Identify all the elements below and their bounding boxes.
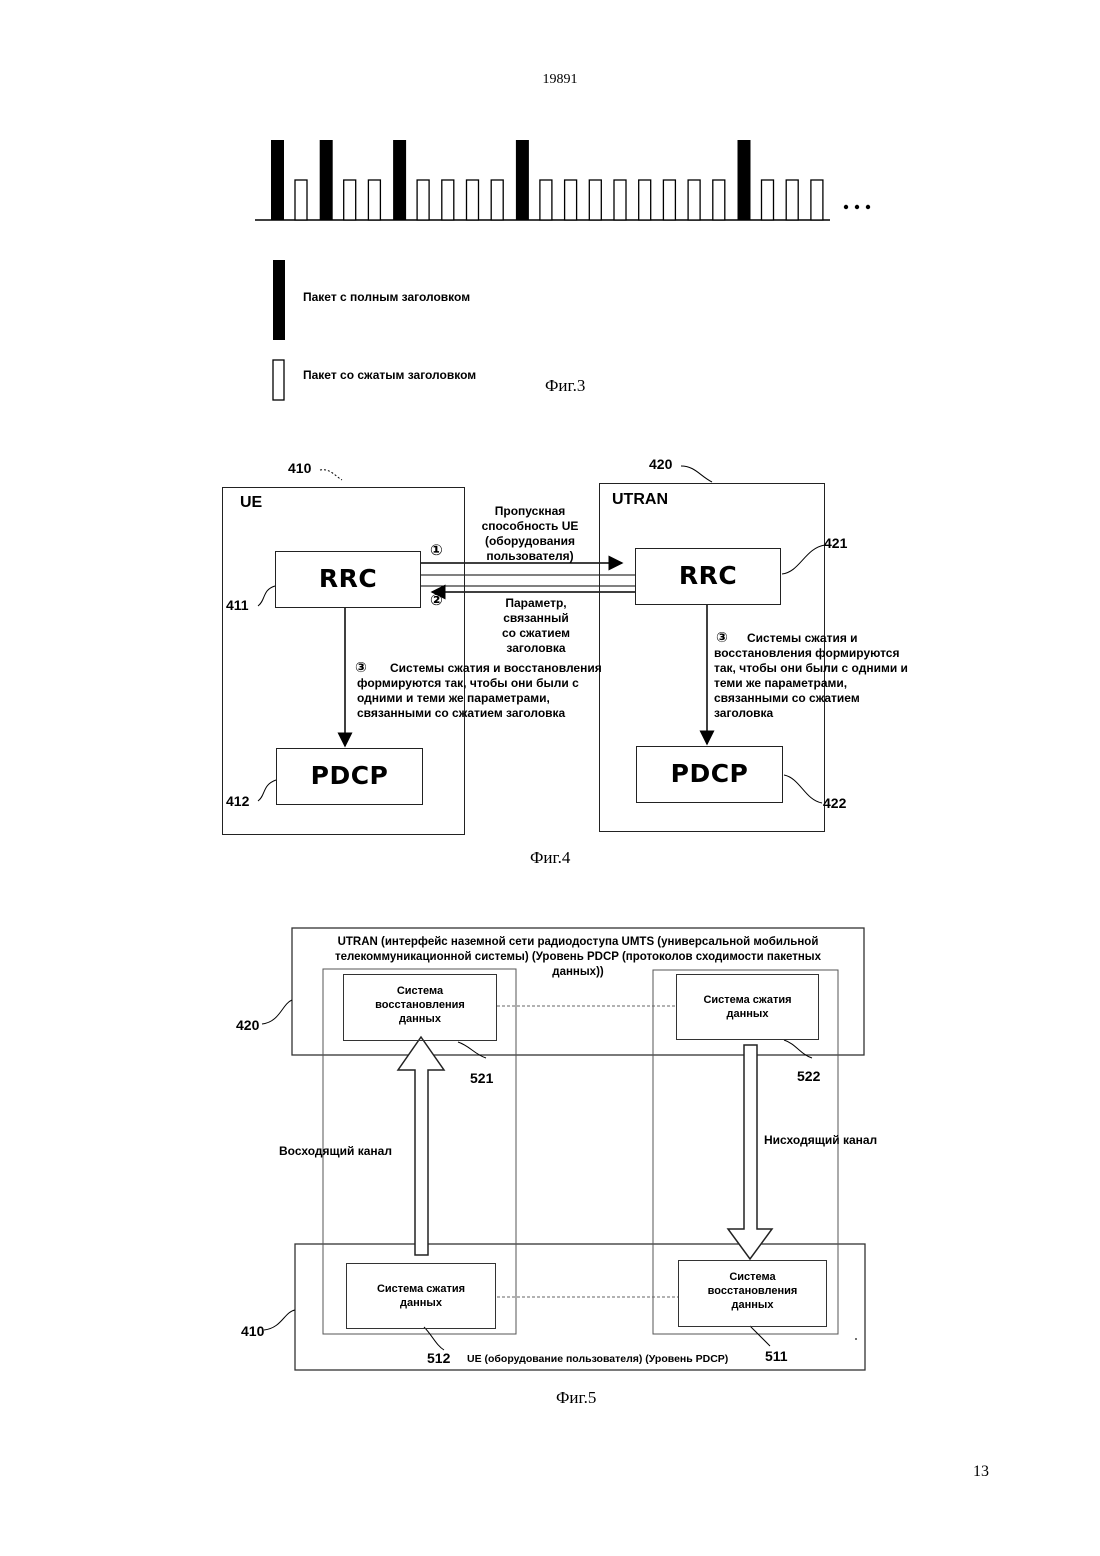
utran-compress-line: Система сжатия [677, 993, 818, 1007]
fig5-utran-compress-ref: 522 [797, 1068, 820, 1084]
ue-compress-line: данных [347, 1296, 495, 1310]
fig5-caption: Фиг.5 [556, 1388, 596, 1408]
ue-decompress-line: Система [679, 1270, 826, 1284]
fig5-ue-compress-ref: 512 [427, 1350, 450, 1366]
fig5-utran-decompress-ref: 521 [470, 1070, 493, 1086]
utran-compress-line: данных [677, 1007, 818, 1021]
utran-decompress-line: Система [344, 984, 496, 998]
fig5-ue-decompress-ref: 511 [765, 1348, 788, 1364]
downlink-arrow [728, 1045, 772, 1259]
fig5-ue-decompress-box: Система восстановления данных [678, 1260, 827, 1327]
fig5-uplink-label: Восходящий канал [279, 1144, 392, 1159]
utran-decompress-line: восстановления [344, 998, 496, 1012]
fig5-ue-label: UE (оборудование пользователя) (Уровень … [467, 1352, 728, 1367]
ue-decompress-line: восстановления [679, 1284, 826, 1298]
fig5-ue-compress-box: Система сжатия данных [346, 1263, 496, 1329]
ue-compress-line: Система сжатия [347, 1282, 495, 1296]
ue-decompress-line: данных [679, 1298, 826, 1312]
fig5-ue-ref: 410 [241, 1323, 264, 1339]
fig5-utran-decompress-box: Система восстановления данных [343, 974, 497, 1041]
page-number: 13 [973, 1463, 989, 1481]
utran-decompress-line: данных [344, 1012, 496, 1026]
fig5-downlink-label: Нисходящий канал [764, 1133, 877, 1148]
fig5-utran-compress-box: Система сжатия данных [676, 974, 819, 1040]
fig5-connectors [0, 0, 1100, 1400]
uplink-arrow [398, 1037, 444, 1255]
fig5-utran-ref: 420 [236, 1017, 259, 1033]
